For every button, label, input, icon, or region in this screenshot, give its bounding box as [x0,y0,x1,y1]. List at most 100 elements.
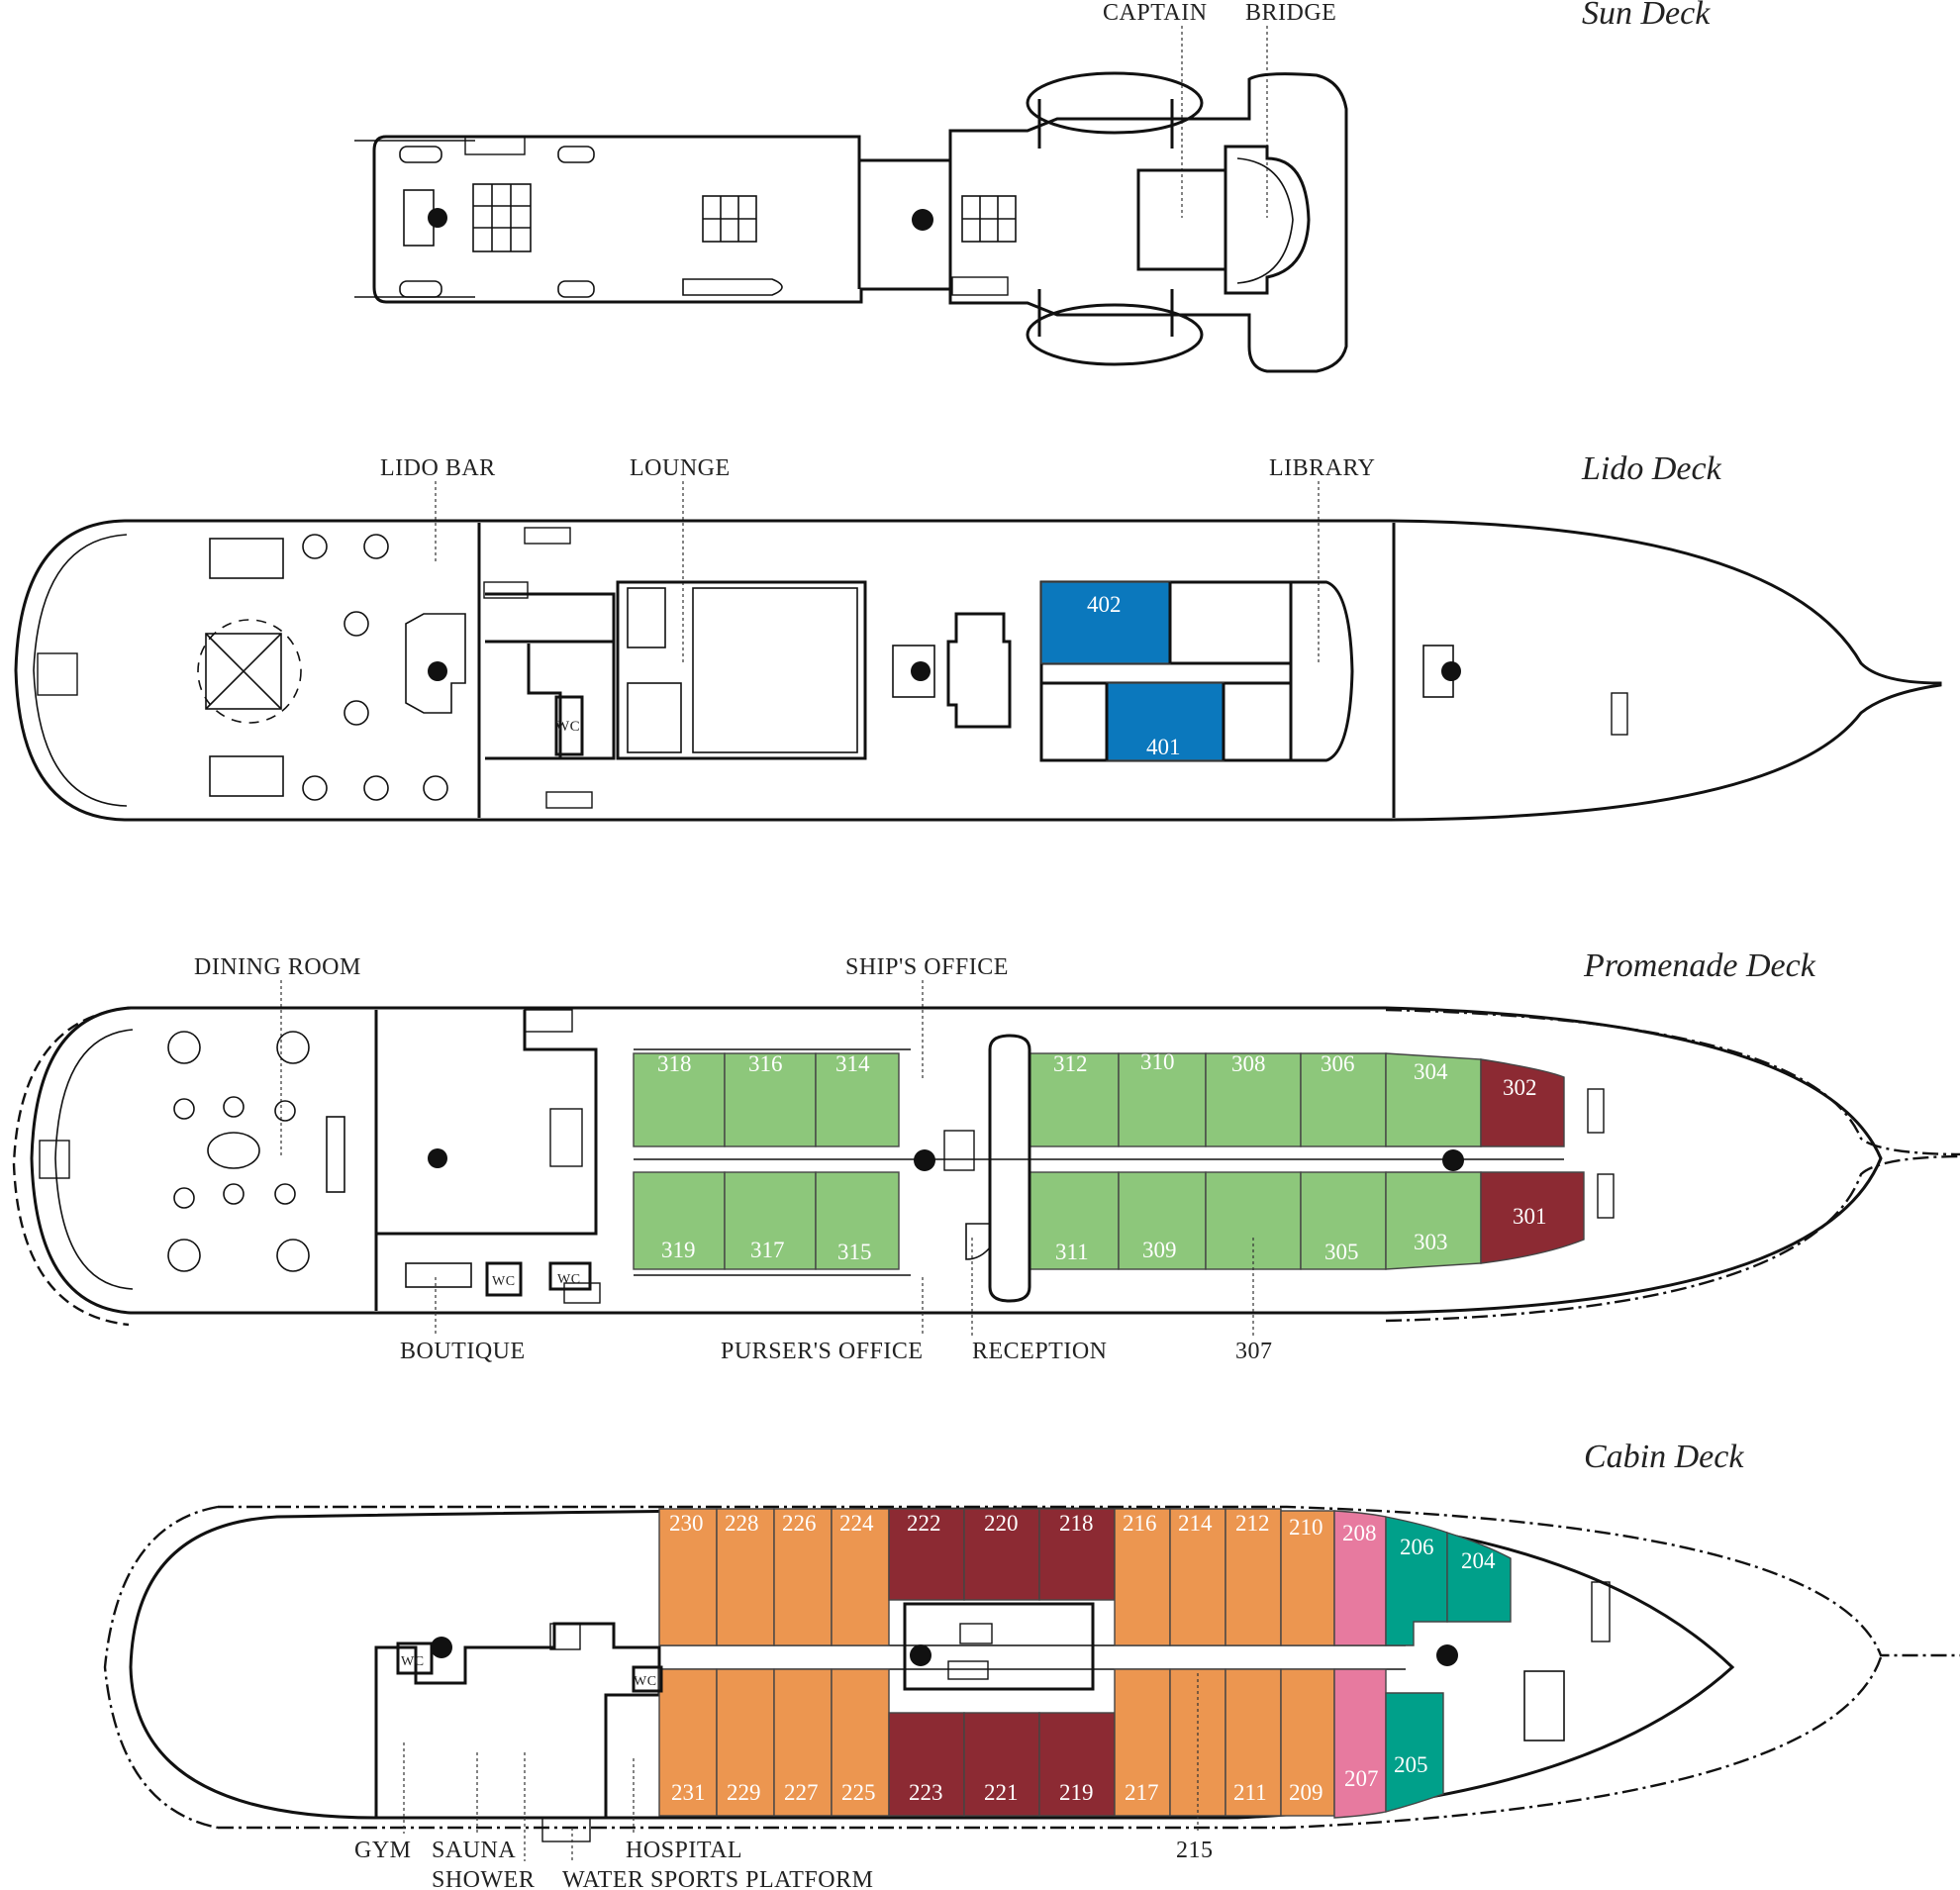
promenade-wc2-label: WC [557,1272,581,1287]
cabin-308-number: 308 [1231,1051,1266,1076]
sun-deck-title: Sun Deck [1582,0,1711,32]
cabin-219 [1038,1712,1116,1817]
cabin-306-number: 306 [1321,1051,1355,1076]
dining-room-label: DINING ROOM [194,954,361,980]
cabin-214-number: 214 [1178,1511,1213,1536]
sun-deck: Sun Deck CAPTAIN BRIDGE [354,0,1711,373]
cabin-307 [1205,1171,1302,1270]
cabin-304-number: 304 [1414,1059,1448,1084]
cabin-206-number: 206 [1400,1535,1434,1559]
cabin-220-number: 220 [984,1511,1019,1536]
cabin-228-number: 228 [725,1511,759,1536]
cabin-225-number: 225 [841,1780,876,1805]
cabin-227 [773,1668,833,1817]
cabin-301-number: 301 [1513,1204,1547,1229]
cabin-217 [1114,1668,1171,1817]
reception-label: RECEPTION [972,1339,1108,1364]
cabin-210 [1280,1510,1335,1646]
cabin-207-number: 207 [1344,1766,1379,1791]
cabin-305-number: 305 [1324,1240,1359,1264]
cabin-221-number: 221 [984,1780,1019,1805]
pursers-office-label: PURSER'S OFFICE [721,1339,924,1364]
cabin-302-number: 302 [1503,1075,1537,1100]
cabin-231-number: 231 [671,1780,706,1805]
cabin-307-label: 307 [1235,1339,1273,1364]
bridge-label: BRIDGE [1245,0,1336,26]
shower-label: SHOWER [432,1867,535,1890]
cabin-206 [1385,1516,1448,1646]
cabin-316 [724,1052,817,1147]
cabin-210-number: 210 [1289,1515,1323,1540]
cabin-303-number: 303 [1414,1230,1448,1254]
cabin-312-number: 312 [1053,1051,1088,1076]
cabin-224-number: 224 [839,1511,874,1536]
cabin-312 [1029,1052,1120,1147]
cabin-308 [1205,1052,1302,1147]
cabin-315-number: 315 [837,1240,872,1264]
cabin-209 [1280,1668,1335,1817]
promenade-wc1-label: WC [492,1274,516,1289]
cabin-222 [888,1508,965,1601]
cabin-305 [1300,1171,1387,1270]
cabin-220 [963,1508,1040,1601]
cabin-302 [1480,1058,1565,1147]
promenade-deck: Promenade Deck DINING ROOM SHIP'S OFFICE [12,947,1960,1364]
cabin-310 [1118,1052,1207,1147]
cabin-deck-wc1-label: WC [401,1654,425,1669]
cabin-317 [724,1171,817,1270]
cabin-318-number: 318 [657,1051,692,1076]
cabin-316-number: 316 [748,1051,783,1076]
cabin-209-number: 209 [1289,1780,1323,1805]
sun-deck-outline [372,72,1348,373]
library-label: LIBRARY [1269,455,1376,481]
cabin-301 [1480,1171,1585,1264]
hospital-label: HOSPITAL [626,1838,742,1863]
cabin-309 [1118,1171,1207,1270]
cabin-401-number: 401 [1146,735,1181,759]
cabin-205 [1385,1692,1444,1813]
boutique-label: BOUTIQUE [400,1339,526,1364]
cabin-216 [1114,1508,1171,1646]
cabin-222-number: 222 [907,1511,941,1536]
cabin-212-number: 212 [1235,1511,1270,1536]
cabin-311-number: 311 [1055,1240,1089,1264]
lido-deck-outline [14,519,1942,822]
cabin-218 [1038,1508,1116,1601]
cabin-319-number: 319 [661,1238,696,1262]
cabin-216-number: 216 [1123,1511,1157,1536]
lounge-label: LOUNGE [630,455,731,481]
promenade-deck-title: Promenade Deck [1583,947,1816,984]
cabin-deck-title: Cabin Deck [1584,1439,1744,1475]
cabin-211-number: 211 [1233,1780,1267,1805]
cabin-218-number: 218 [1059,1511,1094,1536]
cabin-215-label: 215 [1176,1838,1214,1863]
cabin-227-number: 227 [784,1780,819,1805]
cabin-319 [633,1171,726,1270]
cabin-314 [815,1052,900,1147]
cabin-deck-wc2-label: WC [634,1674,657,1689]
cabin-204 [1446,1532,1512,1623]
cabin-223-number: 223 [909,1780,943,1805]
cabin-226-number: 226 [782,1511,817,1536]
cabin-228 [716,1508,775,1646]
cabin-221 [963,1712,1040,1817]
cabin-230 [658,1508,718,1646]
cabin-306 [1300,1052,1387,1147]
cabin-217-number: 217 [1125,1780,1159,1805]
cabin-229-number: 229 [727,1780,761,1805]
cabin-224 [831,1508,890,1646]
cabin-226 [773,1508,833,1646]
lido-bar-label: LIDO BAR [380,455,496,481]
cabin-207 [1333,1668,1387,1819]
captain-label: CAPTAIN [1103,0,1208,26]
cabin-219-number: 219 [1059,1780,1094,1805]
cabin-317-number: 317 [750,1238,785,1262]
cabin-402-number: 402 [1087,592,1122,617]
cabin-212 [1225,1508,1282,1646]
cabin-309-number: 309 [1142,1238,1177,1262]
gym-label: GYM [354,1838,412,1863]
cabin-211 [1225,1668,1282,1817]
sauna-label: SAUNA [432,1838,516,1863]
cabin-223 [888,1712,965,1817]
